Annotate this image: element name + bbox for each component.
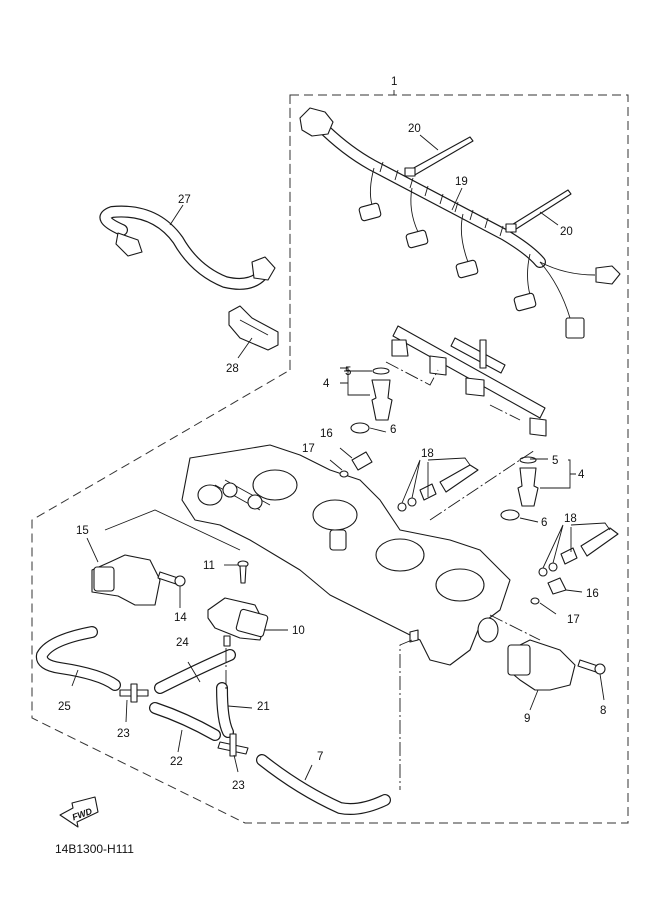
harness-group-boundary (31, 94, 629, 824)
seal-right[interactable] (500, 509, 520, 521)
callout-5-right: 5 (552, 455, 558, 467)
screw-11[interactable] (237, 560, 249, 584)
tps-mount-line-right (489, 614, 541, 641)
callout-5-left: 5 (345, 366, 351, 378)
cable-tie-upper[interactable] (404, 136, 474, 177)
callout-23-right: 23 (232, 780, 245, 792)
fuel-injector-left[interactable] (371, 367, 393, 421)
callout-21: 21 (257, 701, 270, 713)
callout-16-lower: 16 (586, 588, 599, 600)
screw-14[interactable] (157, 571, 186, 587)
hose-25[interactable] (35, 626, 121, 691)
callout-1: 1 (391, 76, 397, 88)
callout-20-lower: 20 (560, 226, 573, 238)
cap-lower[interactable] (547, 577, 567, 595)
fuel-injector-right[interactable] (517, 456, 539, 507)
callout-22: 22 (170, 756, 183, 768)
hose-route-line (399, 639, 413, 790)
leader-lines (71, 90, 611, 781)
cable-tie-lower[interactable] (505, 189, 572, 233)
hose-holder[interactable] (228, 305, 279, 351)
tps-mount-line-left (104, 509, 241, 551)
throttle-sensor-left[interactable] (91, 554, 161, 606)
joint-23-left[interactable] (119, 683, 149, 703)
joint-23-right[interactable] (217, 733, 249, 757)
callout-18-upper: 18 (421, 448, 434, 460)
wire-harness[interactable] (299, 107, 621, 339)
throttle-body[interactable] (181, 444, 511, 666)
callout-16-upper: 16 (320, 428, 333, 440)
callout-10: 10 (292, 625, 305, 637)
forward-direction-badge: FWD (59, 796, 99, 828)
adjust-screw-set-lower[interactable] (538, 527, 619, 577)
callout-4-right: 4 (578, 469, 585, 481)
hose-7[interactable] (256, 754, 391, 815)
fuel-hose[interactable] (99, 205, 276, 290)
callout-15: 15 (76, 525, 89, 537)
screw-8[interactable] (577, 659, 606, 675)
callout-14: 14 (174, 612, 187, 624)
fuel-delivery-pipe[interactable] (391, 325, 547, 437)
hose-21[interactable] (216, 682, 234, 738)
callout-6-right: 6 (541, 517, 547, 529)
callout-20-upper: 20 (408, 123, 421, 135)
seal-left[interactable] (350, 422, 370, 434)
injector-alignment-line-a (385, 361, 439, 386)
pressure-sensor[interactable] (207, 597, 269, 647)
clip-upper[interactable] (339, 470, 349, 478)
hose-22[interactable] (149, 702, 221, 741)
callout-24: 24 (176, 637, 189, 649)
callout-8: 8 (600, 705, 606, 717)
callout-7: 7 (317, 751, 323, 763)
callout-28: 28 (226, 363, 239, 375)
callout-27: 27 (178, 194, 191, 206)
cap-upper[interactable] (351, 451, 373, 471)
throttle-body-axis-line (429, 449, 536, 521)
callout-17-upper: 17 (302, 443, 315, 455)
callout-6-left: 6 (390, 424, 396, 436)
hose-24[interactable] (154, 649, 236, 694)
throttle-position-sensor[interactable] (507, 639, 576, 691)
callout-19: 19 (455, 176, 468, 188)
callout-25: 25 (58, 701, 71, 713)
callout-4-left: 4 (323, 378, 330, 390)
callout-23-left: 23 (117, 728, 130, 740)
clip-lower[interactable] (530, 597, 540, 605)
callout-17-lower: 17 (567, 614, 580, 626)
adjust-screw-set-upper[interactable] (397, 464, 479, 512)
callout-11: 11 (203, 560, 215, 572)
callout-9: 9 (524, 713, 530, 725)
drawing-code: 14B1300-H111 (55, 842, 134, 856)
callout-18-lower: 18 (564, 513, 577, 525)
injector-alignment-line-b (489, 404, 521, 421)
